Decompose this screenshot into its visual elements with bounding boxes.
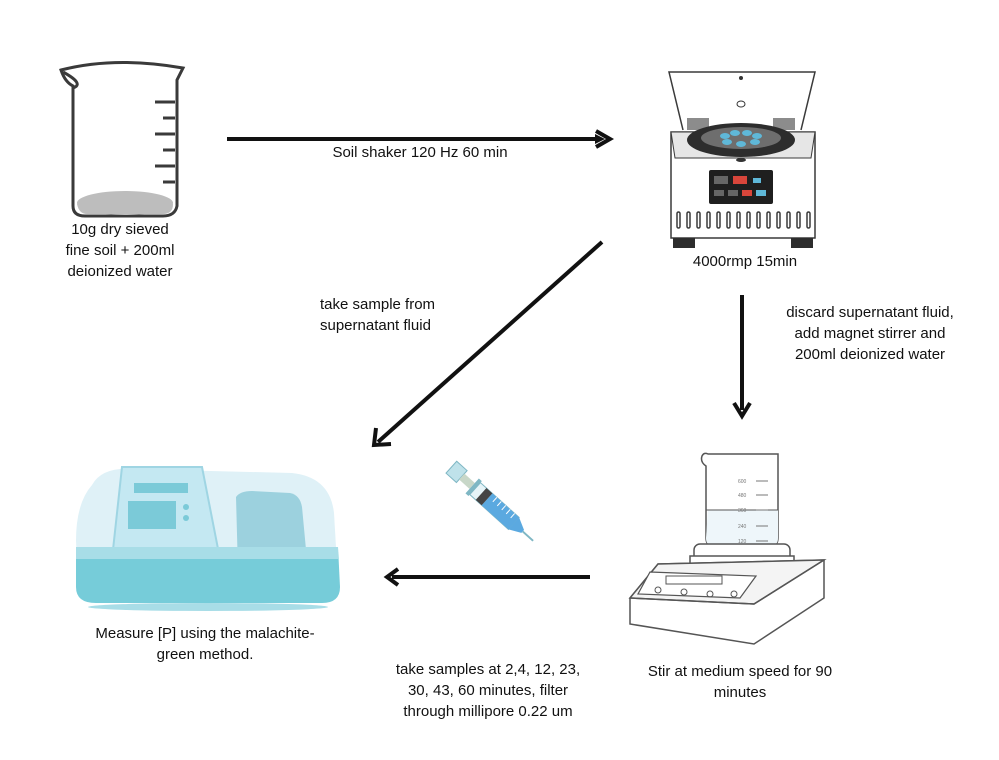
samples-label-line-3: through millipore 0.22 um: [403, 703, 573, 720]
magnetic-stirrer-icon: 600 480 360 240 120: [628, 452, 827, 645]
centrifuge-label-text: 4000rmp 15min: [692, 253, 798, 270]
measure-label: Measure [P] using the malachite- green m…: [70, 623, 340, 665]
stir-label-line-2: minutes: [713, 684, 767, 701]
discard-label: discard supernatant fluid, add magnet st…: [765, 302, 975, 365]
samples-label-line-2: 30, 43, 60 minutes, filter: [407, 682, 569, 699]
shaker-label: Soil shaker 120 Hz 60 min: [305, 142, 535, 163]
syringe-icon: [445, 460, 534, 542]
arrow-shaker-head: [595, 129, 615, 149]
grad-120: 120: [738, 539, 747, 545]
samples-label: take samples at 2,4, 12, 23, 30, 43, 60 …: [378, 659, 598, 722]
grad-600: 600: [738, 479, 747, 485]
beaker-label-line-1: 10g dry sieved: [71, 221, 169, 238]
centrifuge-label: 4000rmp 15min: [660, 251, 830, 272]
take-sample-label-line-2: supernatant fluid: [320, 317, 431, 334]
centrifuge-icon: [668, 71, 816, 248]
discard-label-line-1: discard supernatant fluid,: [786, 304, 954, 321]
take-sample-label-line-1: take sample from: [320, 296, 436, 313]
arrow-discard-head: [732, 401, 752, 420]
arrow-take-sample-head: [371, 427, 392, 448]
measure-label-line-2: green method.: [156, 646, 254, 663]
discard-label-line-3: 200ml deionized water: [794, 346, 946, 363]
grad-480: 480: [738, 493, 747, 499]
beaker-icon: [59, 61, 186, 218]
stir-label-line-1: Stir at medium speed for 90: [647, 663, 833, 680]
arrow-take-sample: [376, 240, 604, 444]
beaker-label-line-2: fine soil + 200ml: [65, 242, 175, 259]
stir-label: Stir at medium speed for 90 minutes: [622, 661, 858, 703]
discard-label-line-2: add magnet stirrer and: [794, 325, 946, 342]
take-sample-label: take sample from supernatant fluid: [320, 294, 480, 336]
samples-label-line-1: take samples at 2,4, 12, 23,: [395, 661, 581, 678]
shaker-label-text: Soil shaker 120 Hz 60 min: [332, 144, 508, 161]
spectrophotometer-icon: [76, 466, 340, 611]
measure-label-line-1: Measure [P] using the malachite-: [95, 625, 315, 642]
beaker-label: 10g dry sieved fine soil + 200ml deioniz…: [42, 219, 198, 282]
arrow-samples-head: [383, 567, 400, 587]
grad-360: 360: [738, 508, 747, 514]
beaker-label-line-3: deionized water: [67, 263, 173, 280]
grad-240: 240: [738, 524, 747, 530]
